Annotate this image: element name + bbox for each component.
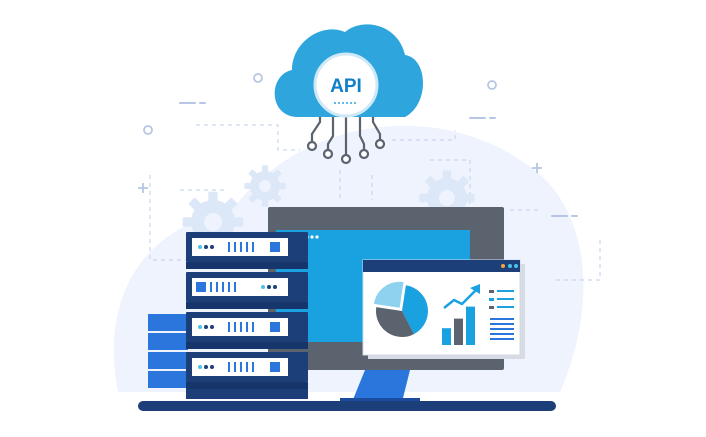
server-vent <box>234 242 236 252</box>
dashboard-window-dots <box>501 264 518 268</box>
plus-decoration <box>138 183 148 193</box>
dashed-connectors <box>149 124 601 281</box>
server-status-light <box>204 365 208 369</box>
api-dots <box>334 102 356 104</box>
server-vent <box>210 282 212 292</box>
server-vent <box>228 322 230 332</box>
server-drive-bay <box>270 362 280 372</box>
server-base <box>186 389 308 399</box>
pie-chart-icon <box>373 281 428 337</box>
bar-chart-icon <box>442 306 475 345</box>
server-vent <box>228 242 230 252</box>
ring-decoration <box>487 80 497 90</box>
cloud-icon: API <box>274 24 424 165</box>
server-status-light <box>204 245 208 249</box>
server-drive-bay <box>270 242 280 252</box>
server-status-light <box>210 365 214 369</box>
cloud-connector-nodes <box>306 138 386 165</box>
dashboard-text-lines <box>490 318 514 340</box>
ground-base <box>138 401 556 411</box>
server-vent <box>234 282 236 292</box>
server-vent <box>228 362 230 372</box>
gear-icon <box>244 165 286 207</box>
decorations <box>138 73 578 217</box>
server-rack-icon <box>186 232 308 399</box>
dashboard-bar <box>454 318 463 345</box>
api-badge <box>313 52 379 118</box>
server-vent <box>252 362 254 372</box>
server-status-light <box>261 285 265 289</box>
server-vent <box>234 362 236 372</box>
server-status-light <box>198 365 202 369</box>
dashboard-panel <box>362 259 521 356</box>
server-vent <box>252 322 254 332</box>
server-vent <box>246 362 248 372</box>
server-vent <box>240 362 242 372</box>
server-vent <box>234 322 236 332</box>
server-status-light <box>210 245 214 249</box>
server-vent <box>216 282 218 292</box>
server-unit <box>186 352 308 389</box>
server-status-light <box>267 285 271 289</box>
server-status-light <box>210 325 214 329</box>
plus-decoration <box>532 163 542 173</box>
server-vent <box>246 242 248 252</box>
api-label: API <box>330 76 362 97</box>
server-unit <box>186 272 308 309</box>
dash-decoration <box>179 102 578 217</box>
dashboard-legend <box>489 290 514 309</box>
dashboard-bar <box>442 328 451 345</box>
server-unit <box>186 312 308 349</box>
trend-up-arrow-icon <box>443 284 480 309</box>
server-unit <box>186 232 308 269</box>
server-vent <box>240 322 242 332</box>
server-status-light <box>198 325 202 329</box>
server-vent <box>252 242 254 252</box>
server-drive-bay <box>270 322 280 332</box>
pie-slice-slice-c <box>373 281 404 308</box>
ring-decoration <box>143 125 153 135</box>
monitor-stand <box>352 370 410 402</box>
server-drive-bay <box>196 282 206 292</box>
server-vent <box>228 282 230 292</box>
server-vent <box>240 242 242 252</box>
dashboard-bar <box>466 306 475 345</box>
ring-decoration <box>253 73 263 83</box>
server-vent <box>222 282 224 292</box>
pie-slice-slice-a <box>402 285 428 335</box>
server-vent <box>246 322 248 332</box>
server-status-light <box>204 325 208 329</box>
server-status-light <box>198 245 202 249</box>
dashboard-titlebar <box>363 260 520 272</box>
stacked-slabs <box>148 314 188 388</box>
pie-slice-slice-b <box>376 307 414 337</box>
analytics-dashboard-icon <box>362 259 525 359</box>
server-status-light <box>273 285 277 289</box>
